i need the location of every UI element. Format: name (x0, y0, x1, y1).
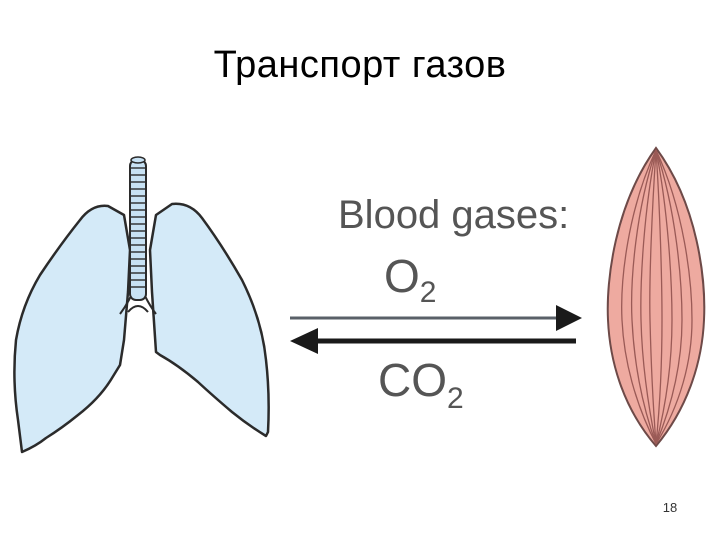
o2-label-base: O (384, 250, 420, 302)
o2-arrow (290, 305, 582, 331)
bronchi (119, 295, 157, 315)
trachea (129, 159, 147, 301)
trachea-top (130, 156, 146, 164)
o2-label: O2 (384, 250, 436, 309)
lungs-illustration (13, 156, 270, 454)
blood-gases-heading: Blood gases: (338, 193, 569, 237)
co2-label-base: CO (378, 354, 447, 406)
trachea-rings (130, 167, 146, 288)
co2-label-subscript: 2 (447, 382, 464, 415)
co2-arrow (290, 328, 576, 354)
slide-title: Транспорт газов (213, 44, 507, 86)
right-lung (148, 202, 270, 438)
left-lung (13, 204, 132, 454)
muscle-fibers (621, 149, 693, 445)
co2-label: CO2 (378, 354, 464, 415)
muscle-illustration (606, 146, 706, 448)
page-number: 18 (662, 500, 678, 515)
o2-label-subscript: 2 (420, 276, 437, 309)
